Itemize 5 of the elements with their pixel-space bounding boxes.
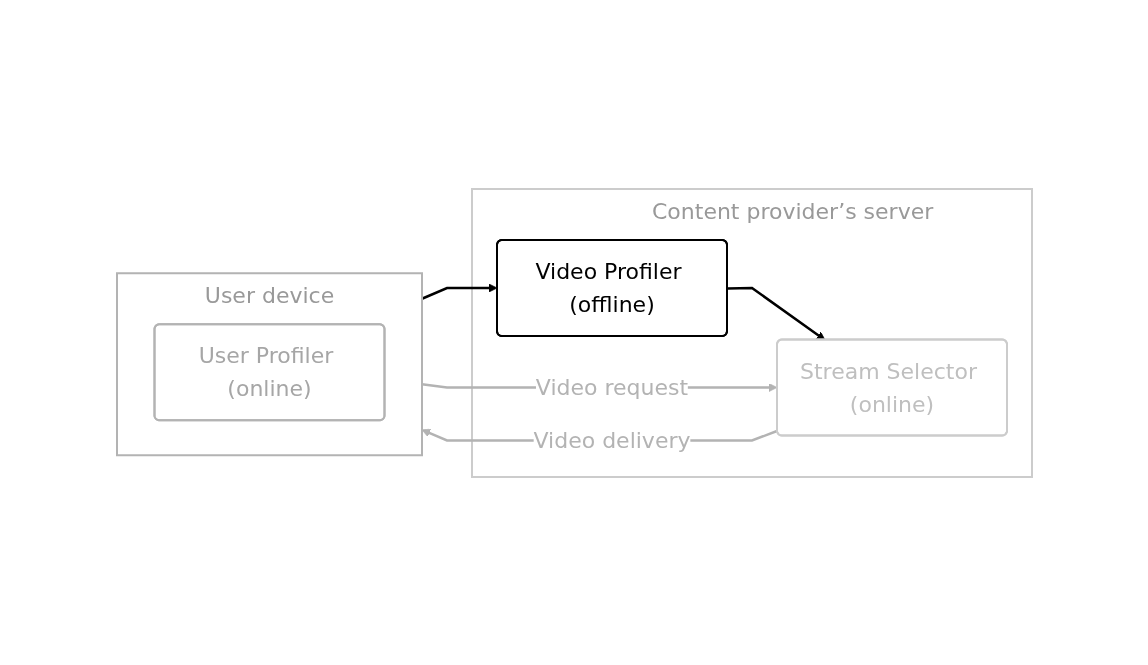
edge-label: Video delivery (533, 427, 690, 453)
edge-label: Video request (535, 374, 688, 400)
arrow (726, 286, 825, 340)
arrow (421, 283, 497, 300)
node-text: Video Profiler (offline) (534, 258, 682, 317)
